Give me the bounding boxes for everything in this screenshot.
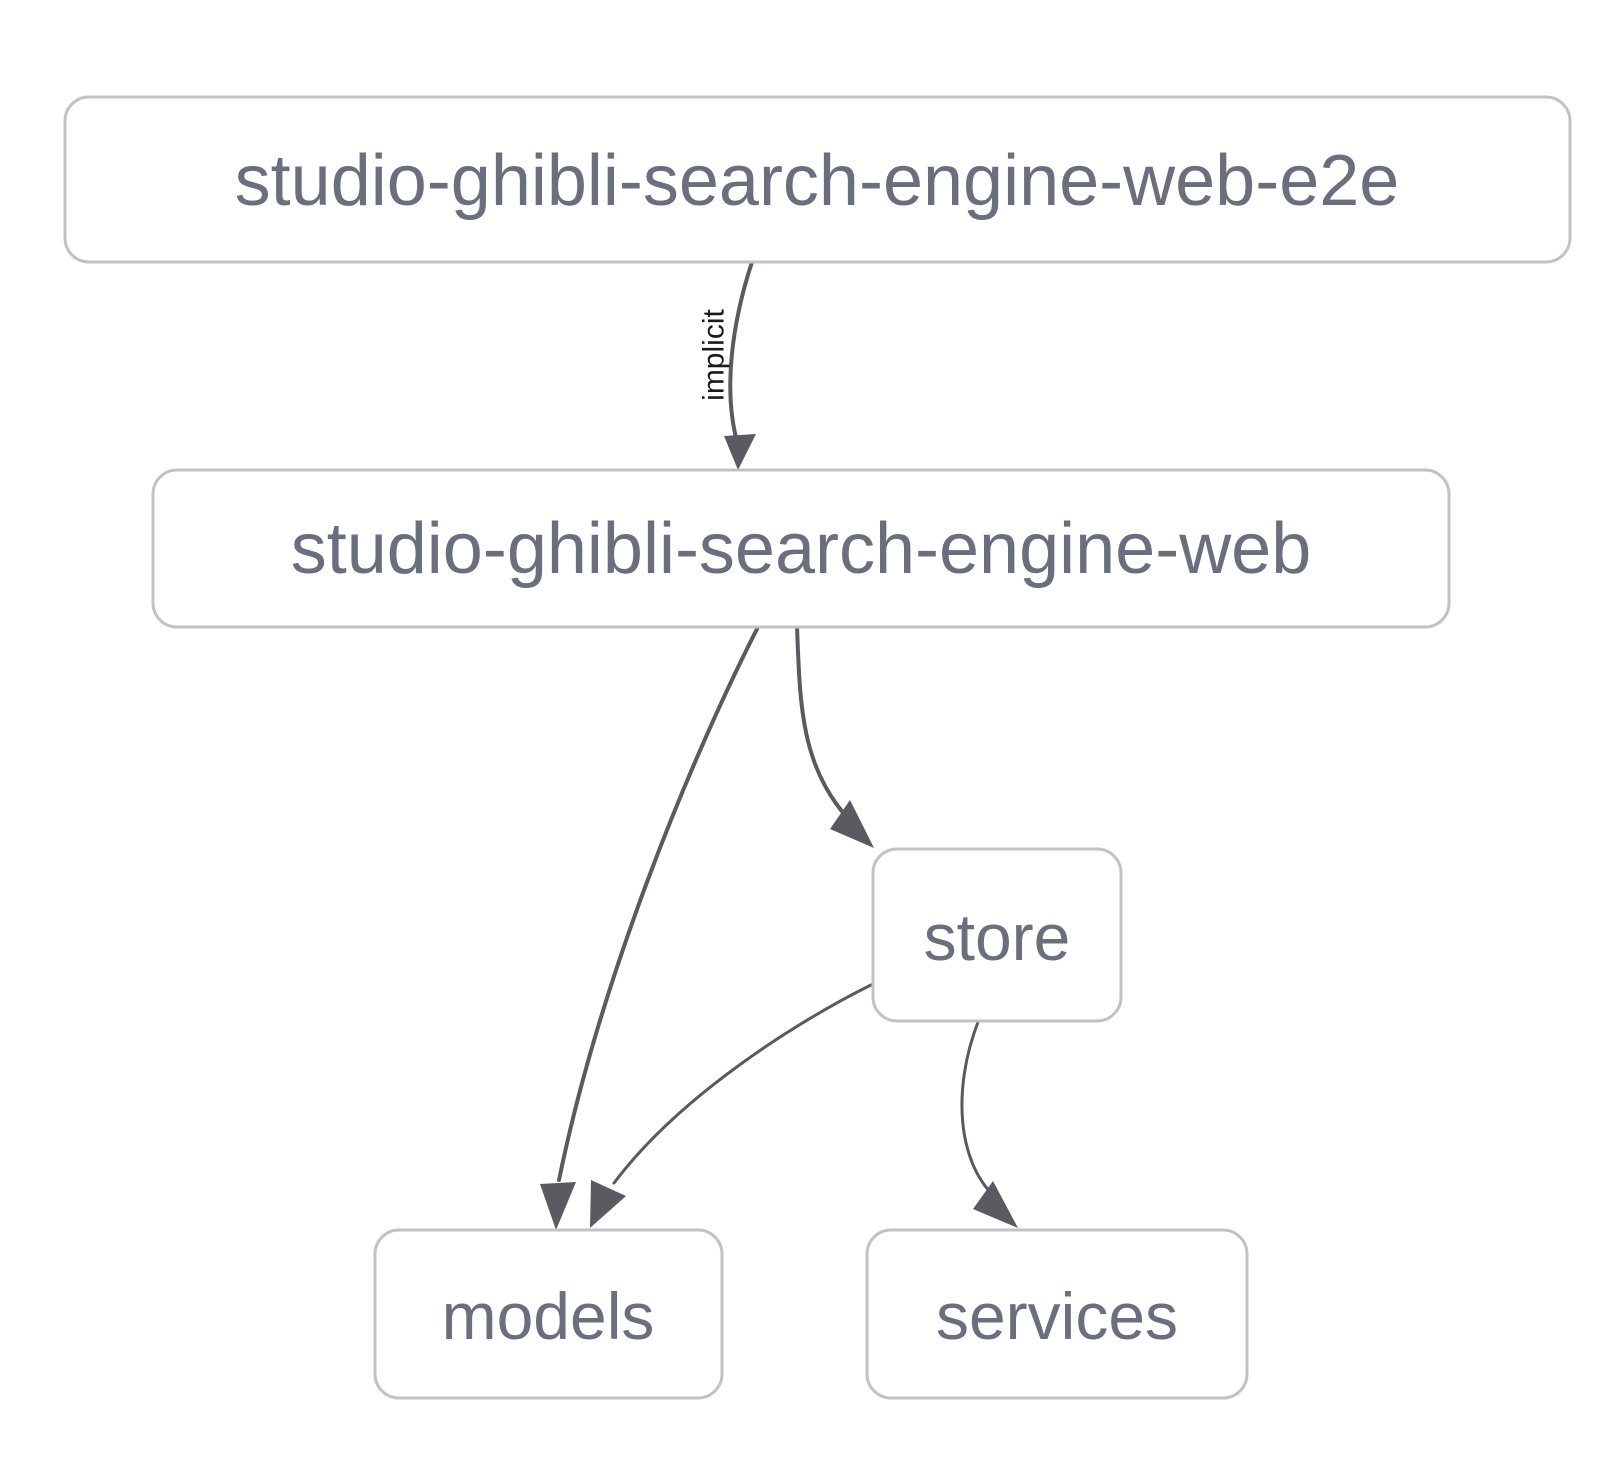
node-models[interactable]: models: [373, 1228, 724, 1400]
edge-path-store-services: [960, 1020, 995, 1197]
arrow-head-store-models: [590, 1180, 626, 1228]
node-web-e2e-box[interactable]: [63, 95, 1572, 264]
node-services[interactable]: services: [865, 1228, 1249, 1400]
edge-store-to-services[interactable]: [960, 1020, 1018, 1228]
node-web[interactable]: studio-ghibli-search-engine-web: [151, 468, 1451, 629]
edge-web-to-models[interactable]: [540, 625, 760, 1230]
node-web-label: studio-ghibli-search-engine-web: [291, 509, 1312, 589]
edge-path-web-store: [795, 625, 847, 817]
edge-web-to-store[interactable]: [795, 625, 874, 848]
arrow-head-implicit: [724, 434, 756, 470]
arrow-head-store-services: [973, 1181, 1018, 1228]
edge-store-to-models[interactable]: [590, 983, 873, 1228]
node-web-e2e-label: studio-ghibli-search-engine-web-e2e: [235, 141, 1400, 221]
edge-path-web-models: [557, 625, 760, 1182]
node-store[interactable]: store: [871, 847, 1123, 1023]
arrow-head-web-store: [830, 800, 874, 848]
arrow-head-web-models: [540, 1182, 576, 1230]
node-web-box[interactable]: [151, 468, 1451, 629]
node-services-label: services: [936, 1279, 1178, 1353]
edge-label-implicit: implicit: [698, 309, 731, 401]
node-web-e2e[interactable]: studio-ghibli-search-engine-web-e2e: [63, 95, 1572, 264]
node-store-box[interactable]: [871, 847, 1123, 1023]
node-models-label: models: [442, 1279, 655, 1353]
edge-path-implicit: [728, 260, 754, 447]
node-services-box[interactable]: [865, 1228, 1249, 1400]
node-store-label: store: [924, 900, 1071, 974]
edge-web-e2e-to-web[interactable]: implicit: [698, 260, 757, 470]
edge-path-store-models: [612, 983, 873, 1185]
node-models-box[interactable]: [373, 1228, 724, 1400]
